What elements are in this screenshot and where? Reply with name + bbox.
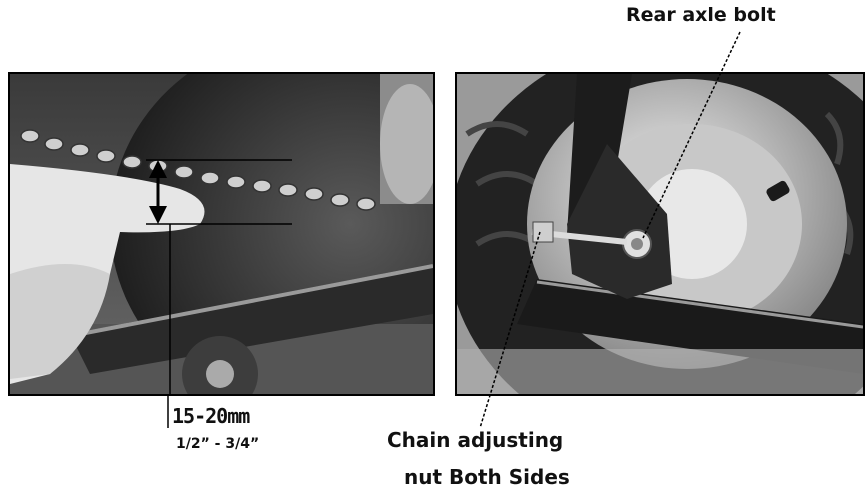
chain-adjusting-label-line2: nut Both Sides [404, 465, 570, 489]
rear-axle-photo [455, 72, 865, 396]
slack-measurement-inches: 1/2” - 3/4” [176, 436, 260, 452]
chain-slack-photo [8, 72, 435, 396]
slack-measurement-mm: 15-20mm [172, 404, 250, 428]
rear-axle-bolt-label: Rear axle bolt [626, 4, 776, 26]
chain-adjusting-label-line1: Chain adjusting [387, 428, 564, 452]
